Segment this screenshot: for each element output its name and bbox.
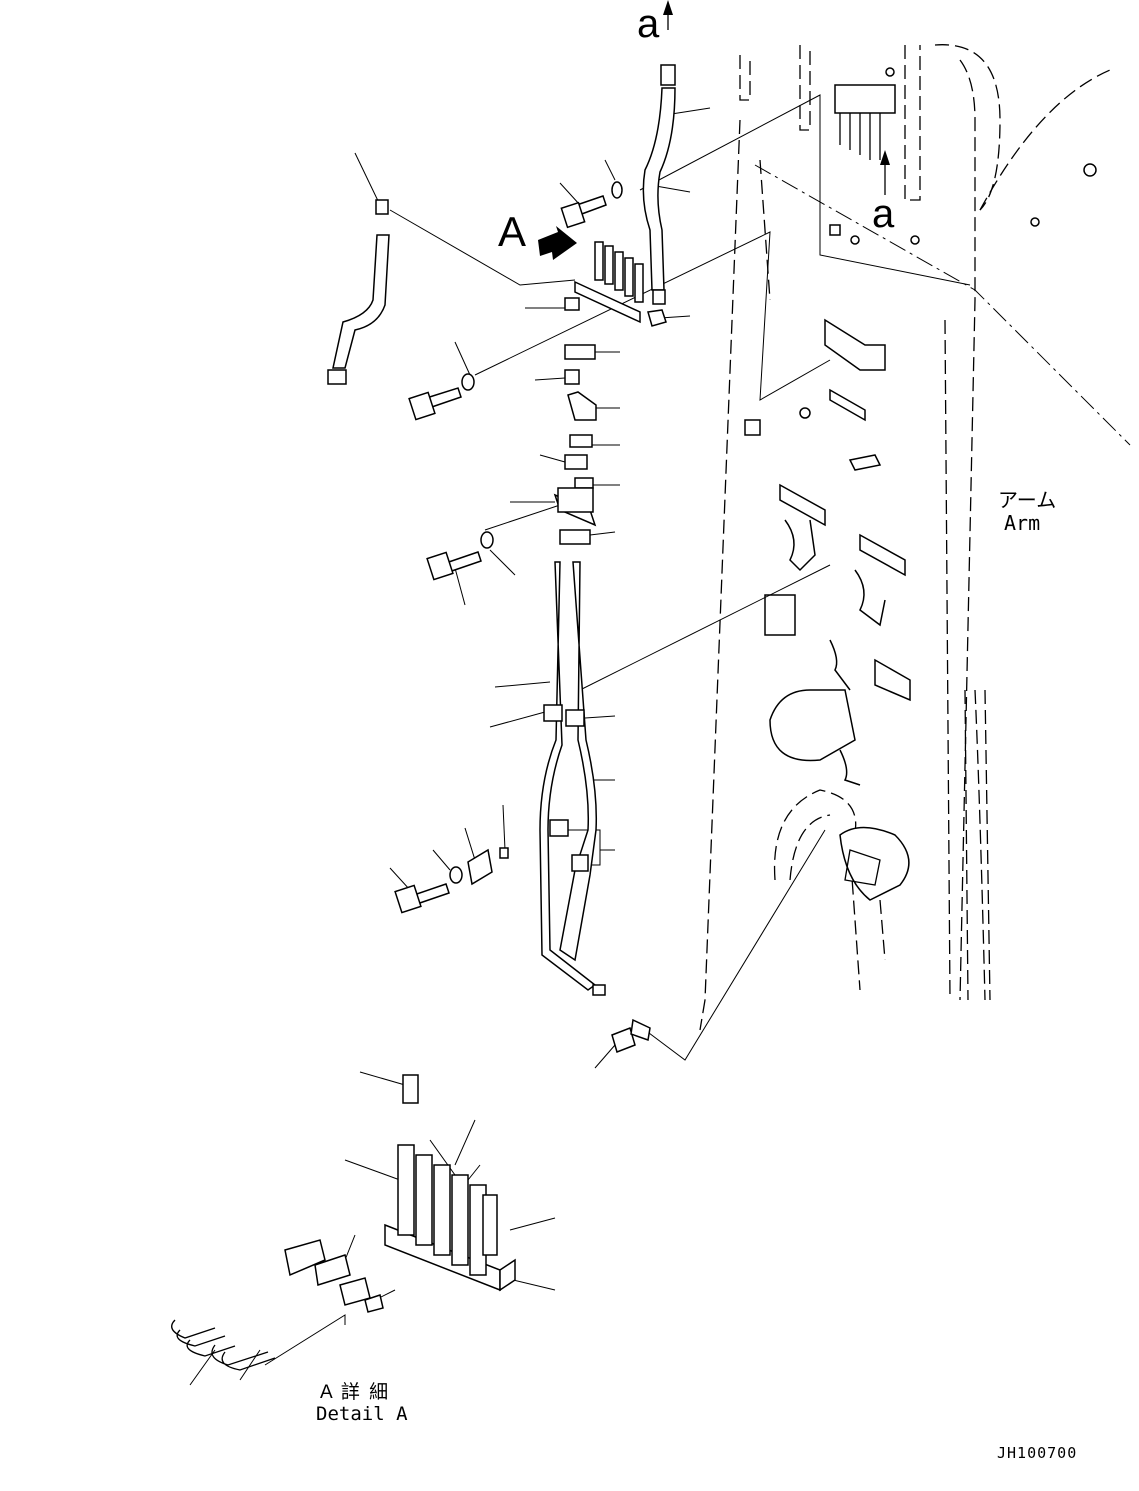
arrow-a-label-right: a [872, 192, 895, 236]
arm-label-en: Arm [1004, 511, 1041, 535]
arm-brackets [744, 67, 1097, 901]
steel-pipes [539, 561, 651, 1053]
hose-top [642, 64, 676, 327]
bolts-top [394, 181, 623, 914]
detail-a-label-jp: A 詳 細 [320, 1382, 391, 1403]
detail-a-label-en: Detail A [316, 1403, 408, 1425]
manifold-top [564, 241, 644, 324]
fittings-column [553, 344, 597, 545]
detail-a-manifold [171, 1074, 516, 1371]
arm-outline [699, 44, 1131, 1031]
view-a-marker: A [498, 208, 527, 255]
hose-left [327, 199, 390, 385]
arrow-a-label-top: a [637, 2, 660, 46]
arrows [538, 0, 890, 260]
arm-label-jp: アーム [998, 490, 1057, 512]
drawing-number: JH100700 [997, 1444, 1078, 1462]
